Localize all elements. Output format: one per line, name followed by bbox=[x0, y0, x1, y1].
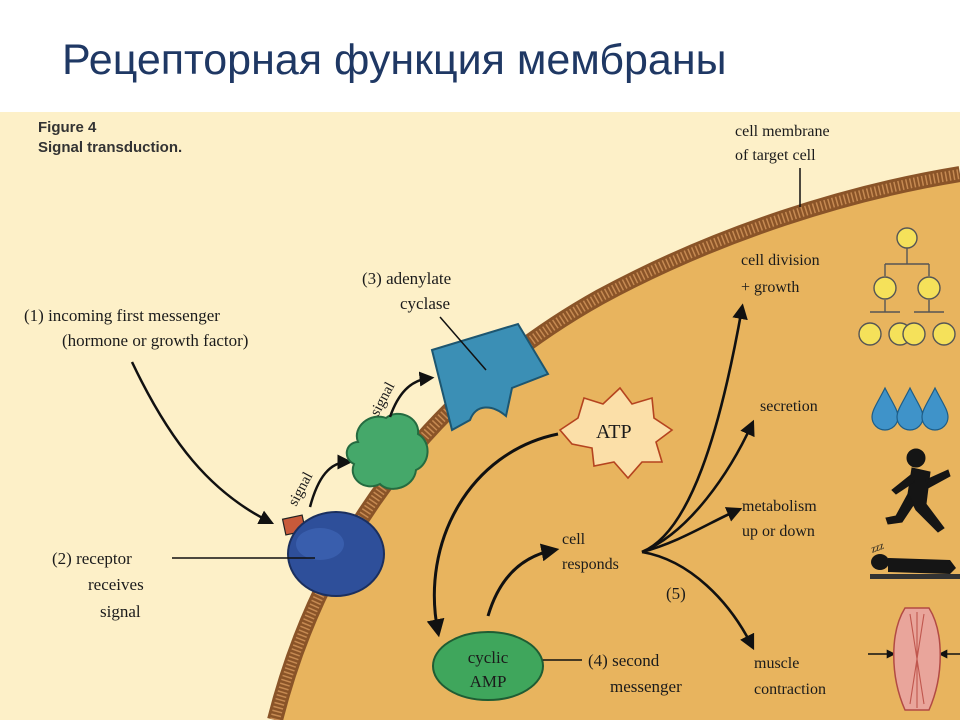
receptor-label-line1: (2) receptor bbox=[52, 549, 132, 568]
adenylate-cyclase-label-line2: cyclase bbox=[400, 294, 450, 313]
response-secretion: secretion bbox=[760, 398, 818, 415]
receptor-highlight bbox=[296, 528, 344, 560]
slide-title: Рецепторная функция мембраны bbox=[62, 36, 727, 84]
membrane-label-line1: cell membrane bbox=[735, 123, 830, 140]
response-division-line2: + growth bbox=[741, 279, 799, 296]
signal-arrow-1 bbox=[308, 454, 353, 508]
receptor-label-line3: signal bbox=[100, 602, 141, 621]
adenylate-cyclase-pointer bbox=[439, 316, 487, 371]
cell-membrane-inner bbox=[270, 169, 960, 720]
response-muscle-line2: contraction bbox=[754, 681, 826, 698]
first-messenger-label-line1: (1) incoming first messenger bbox=[24, 306, 220, 325]
arrow-camp-to-response bbox=[486, 543, 560, 617]
signal-arrow-2 bbox=[388, 371, 435, 418]
g-protein bbox=[345, 412, 429, 490]
atp-burst bbox=[558, 386, 674, 480]
sleep-zzz-label: zzz bbox=[868, 540, 886, 556]
figure-number: Figure 4 bbox=[38, 119, 97, 136]
receptor-label-line2: receives bbox=[88, 575, 144, 594]
response-metabolism-line2: up or down bbox=[742, 523, 815, 540]
cyclic-amp bbox=[432, 631, 544, 701]
arrow-secretion bbox=[641, 419, 755, 554]
camp-label-line2: AMP bbox=[470, 672, 507, 691]
running-person-icon bbox=[885, 448, 951, 533]
arrow-to-receptor bbox=[130, 361, 275, 525]
cell-division-tree-icon bbox=[858, 227, 956, 346]
muscle-icon bbox=[868, 607, 960, 711]
second-messenger-label-line1: (4) second bbox=[588, 651, 660, 670]
first-messenger-label-line2: (hormone or growth factor) bbox=[62, 331, 248, 350]
second-messenger-label-line2: messenger bbox=[610, 677, 682, 696]
adenylate-cyclase-enzyme bbox=[430, 322, 550, 432]
cell-responds-line2: responds bbox=[562, 556, 619, 573]
figure-caption: Signal transduction. bbox=[38, 139, 182, 156]
arrow-atp-to-camp bbox=[426, 432, 559, 638]
arrow-muscle bbox=[641, 550, 755, 651]
response-metabolism-line1: metabolism bbox=[742, 498, 817, 515]
signal-transduction-diagram: Figure 4 Signal transduction. cell membr… bbox=[0, 112, 960, 720]
secretion-droplets-icon bbox=[871, 386, 949, 431]
response-muscle-line1: muscle bbox=[754, 655, 799, 672]
cell-responds-line1: cell bbox=[562, 531, 586, 548]
step-5-label: (5) bbox=[666, 584, 686, 603]
adenylate-cyclase-label-line1: (3) adenylate bbox=[362, 269, 451, 288]
atp-label: ATP bbox=[596, 421, 632, 443]
response-division-line1: cell division bbox=[741, 252, 820, 269]
camp-label-line1: cyclic bbox=[468, 648, 509, 667]
sleeping-person-icon bbox=[870, 554, 960, 579]
arrow-cell-division bbox=[641, 303, 748, 554]
membrane-label-line2: of target cell bbox=[735, 147, 816, 164]
arrow-metabolism bbox=[641, 507, 743, 554]
